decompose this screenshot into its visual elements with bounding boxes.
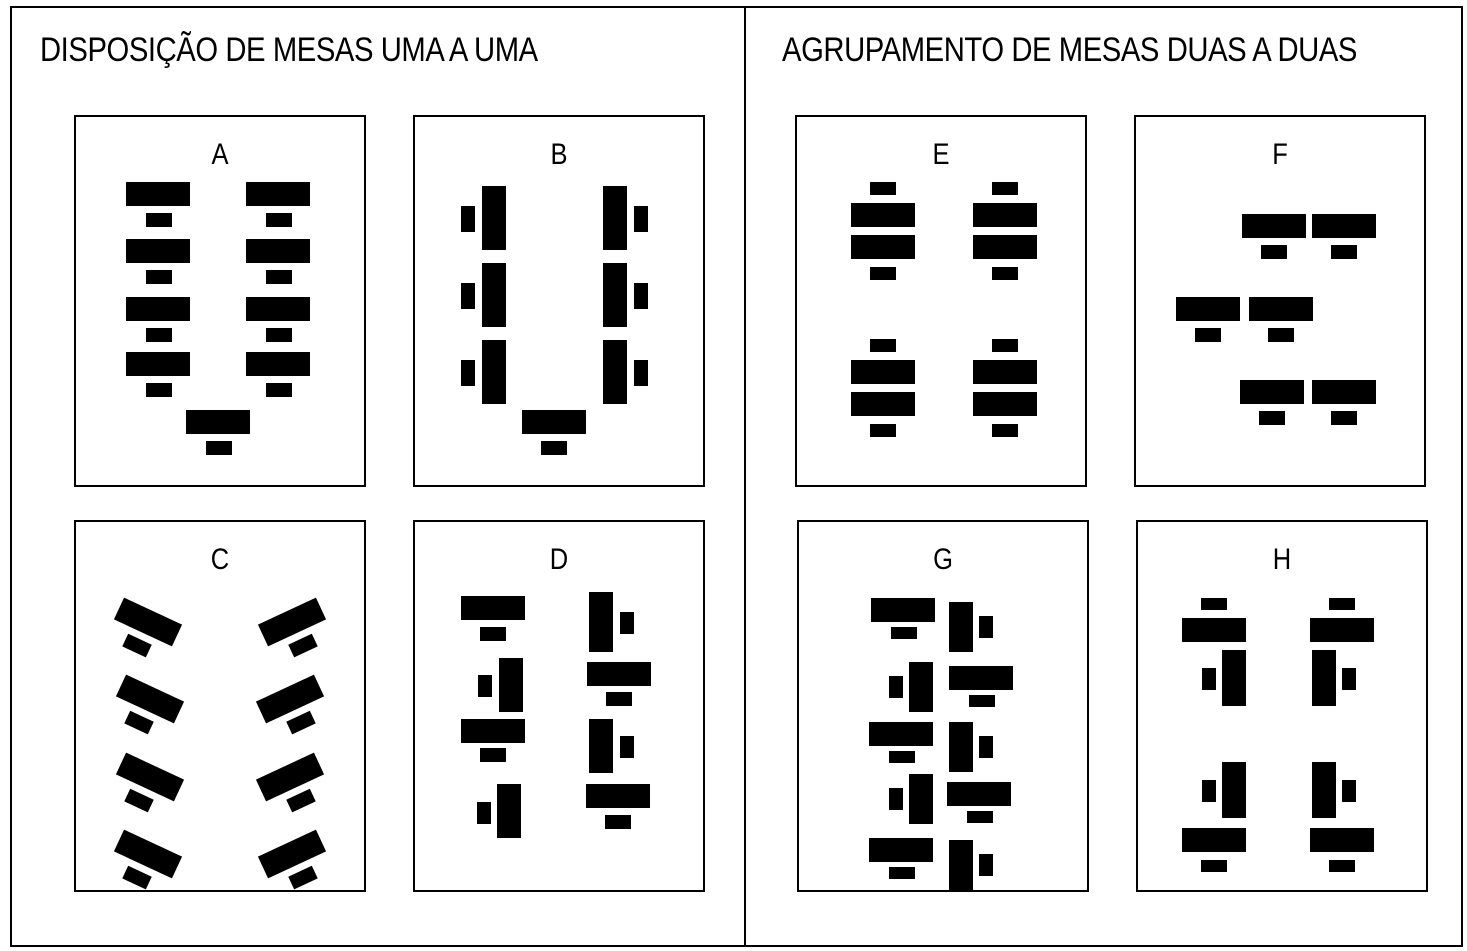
layout-label-g: G	[933, 543, 953, 576]
layout-label-f: F	[1272, 138, 1288, 171]
layout-panel-g: G	[797, 520, 1089, 892]
layout-diagram-b	[461, 186, 648, 455]
section-paired-desks: AGRUPAMENTO DE MESAS DUAS A DUAS E	[744, 6, 1463, 947]
layout-panel-e: E	[795, 115, 1087, 487]
layout-panel-f: F	[1134, 115, 1426, 487]
layout-panel-h: H	[1136, 520, 1428, 892]
layout-diagram-g	[869, 598, 1013, 890]
layout-panel-b: B	[413, 115, 705, 487]
layout-diagram-c	[113, 597, 327, 890]
layout-panel-a: A	[74, 115, 366, 487]
layout-label-d: D	[549, 543, 569, 576]
layout-panel-c: C	[74, 520, 366, 892]
layout-diagram-a	[126, 182, 310, 455]
layout-diagram-d	[461, 592, 651, 838]
section-individual-desks: DISPOSIÇÃO DE MESAS UMA A UMA A B	[10, 6, 747, 947]
layout-label-a: A	[211, 138, 229, 171]
layout-diagram-e	[851, 182, 1037, 437]
layout-panel-d: D	[413, 520, 705, 892]
layout-label-c: C	[210, 543, 230, 576]
layout-diagram-f	[1176, 214, 1376, 425]
section-title-paired: AGRUPAMENTO DE MESAS DUAS A DUAS	[782, 31, 1357, 69]
layout-diagram-h	[1182, 598, 1374, 872]
layout-label-e: E	[932, 138, 950, 171]
layout-label-b: B	[550, 138, 568, 171]
section-title-individual: DISPOSIÇÃO DE MESAS UMA A UMA	[40, 31, 538, 69]
layout-label-h: H	[1272, 543, 1292, 576]
